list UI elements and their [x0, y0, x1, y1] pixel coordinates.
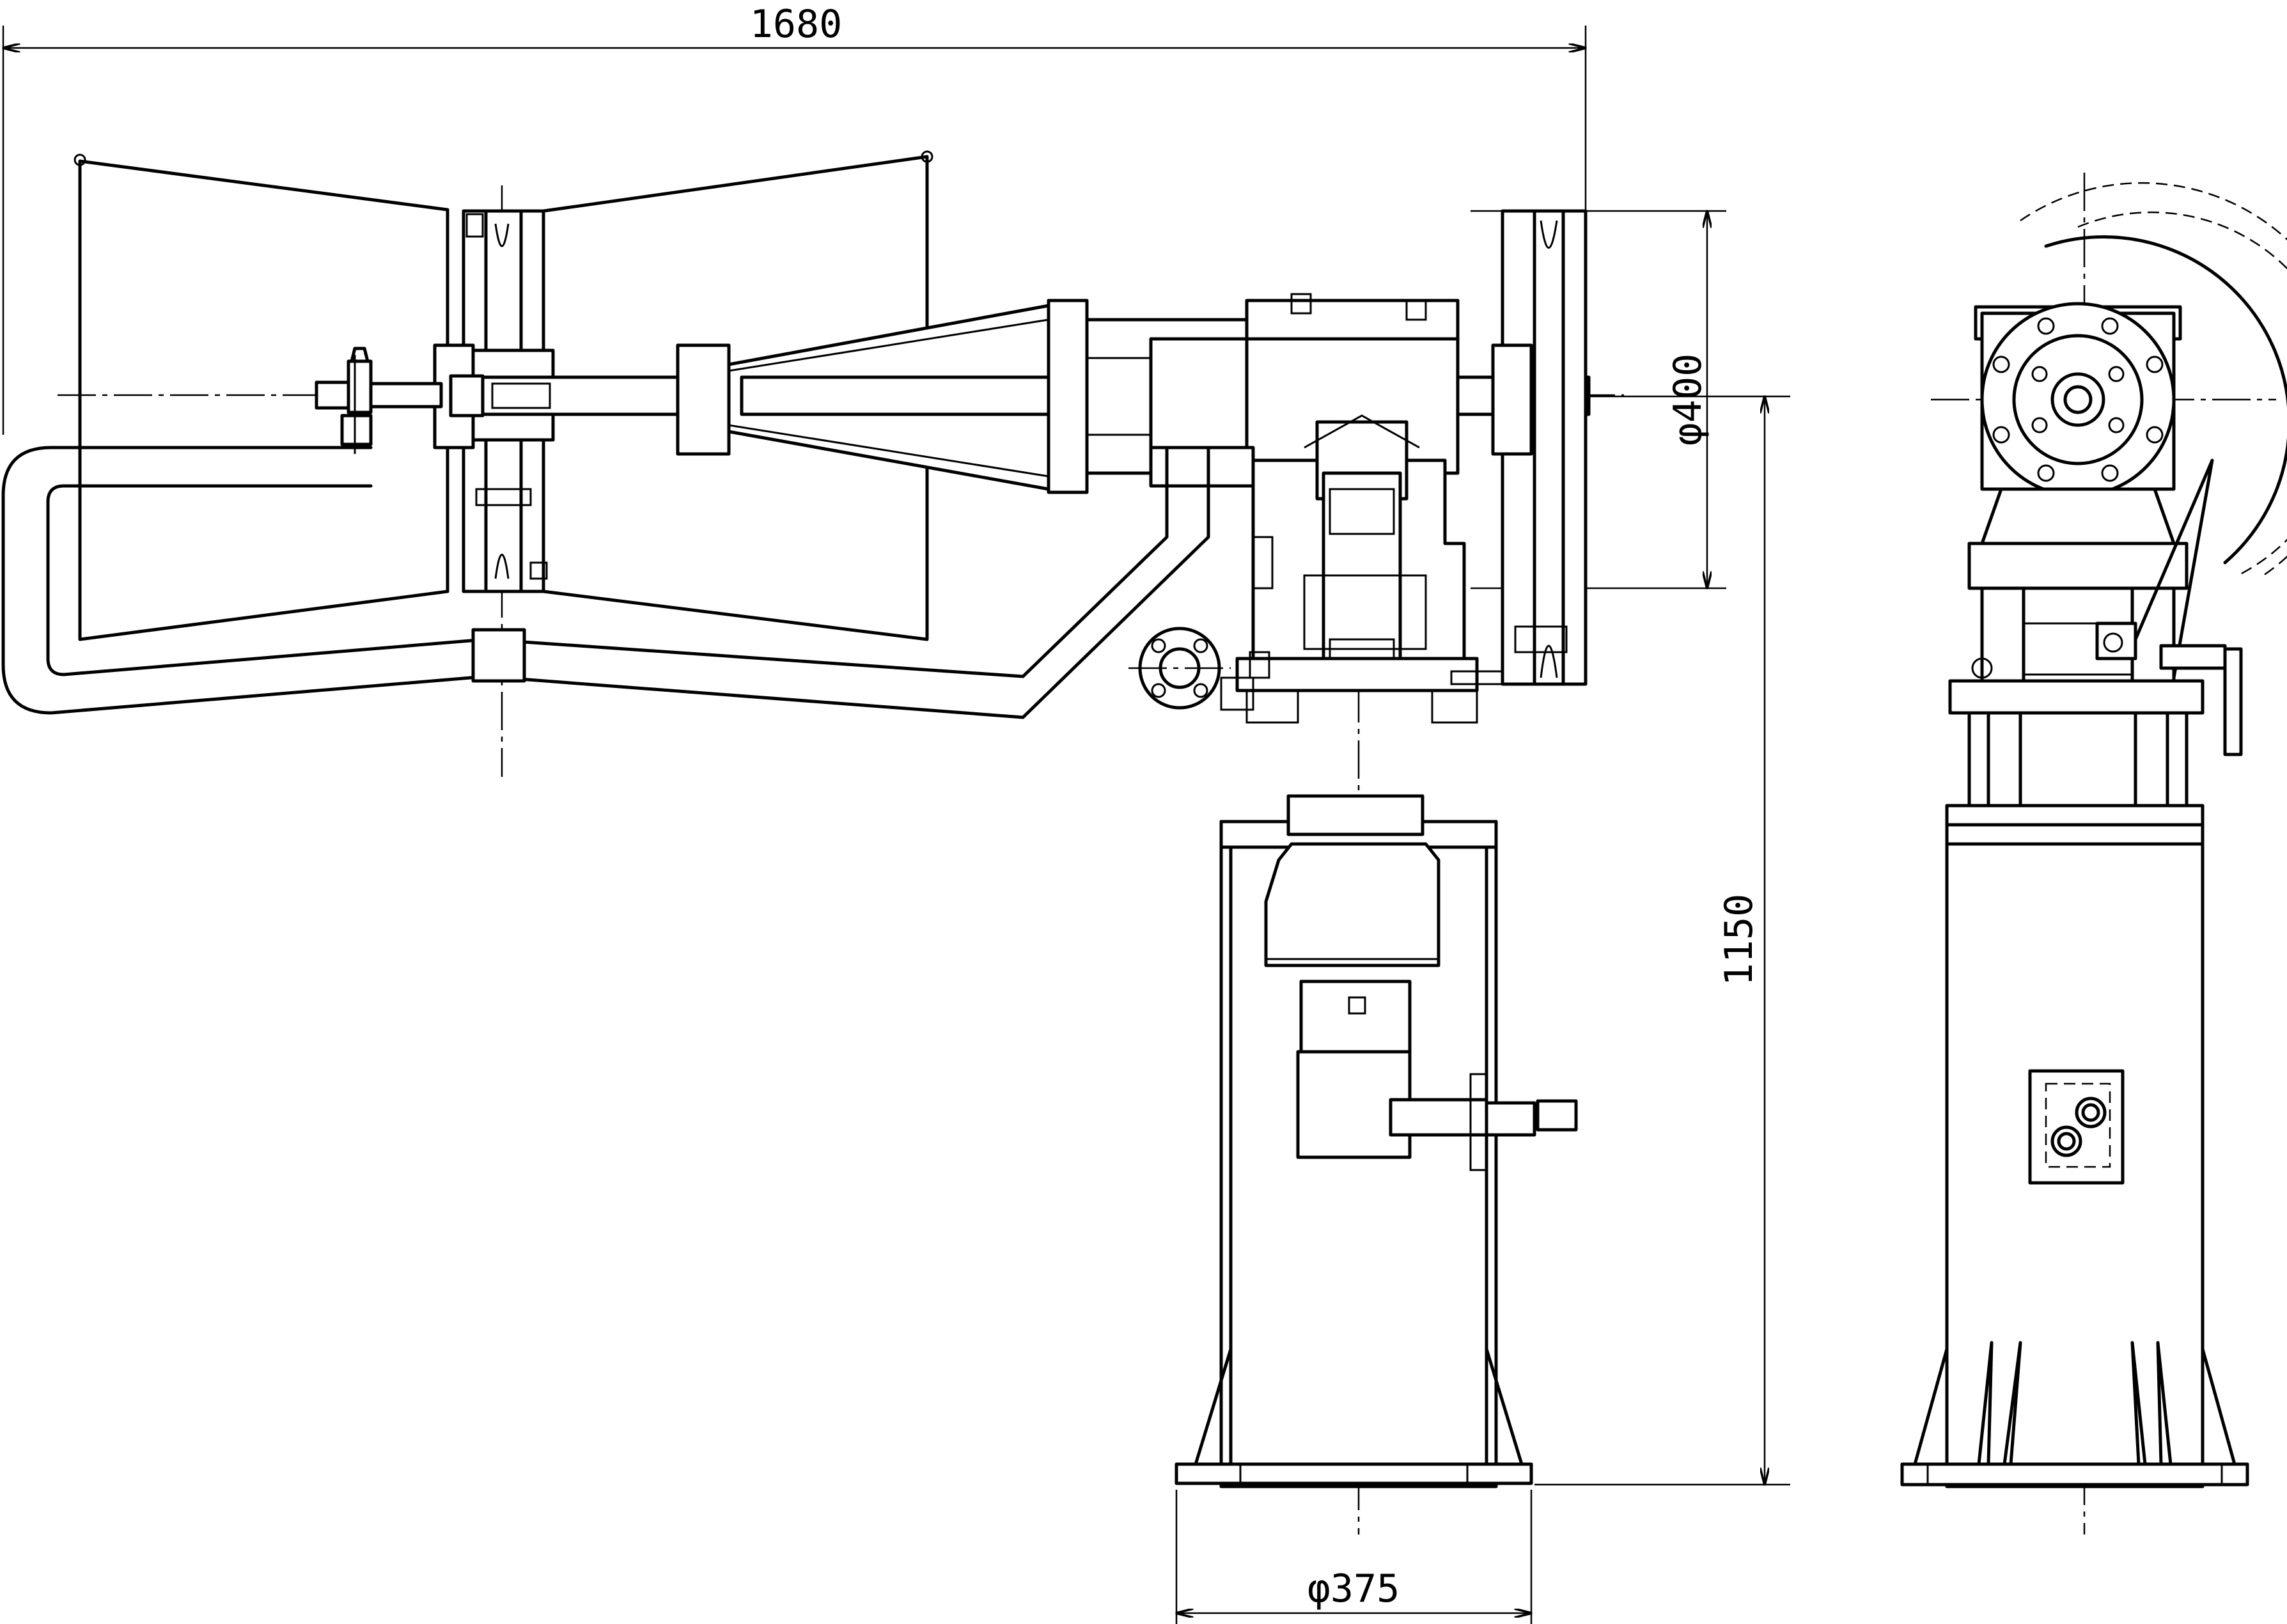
side-head — [1974, 302, 2182, 497]
left-handle — [315, 347, 443, 454]
right-wheel — [1450, 209, 1588, 686]
dimension-label-width: 1680 — [750, 2, 843, 47]
dimension-label-base: φ375 — [1307, 1566, 1400, 1611]
motor-assembly — [1264, 794, 1578, 1171]
vertical-gear-column — [1220, 414, 1479, 724]
dimension-base-diameter: φ375 — [1176, 1490, 1531, 1624]
side-elevation-view — [1900, 173, 2287, 1534]
pipe-loop — [1, 446, 1210, 719]
dimension-label-height: 1150 — [1717, 894, 1761, 987]
side-body — [1948, 458, 2243, 808]
side-pedestal — [1900, 804, 2249, 1488]
dimension-label-wheel: φ400 — [1666, 354, 1710, 446]
dimension-overall-width: 1680 — [3, 2, 1586, 435]
cone-housing — [676, 299, 1089, 494]
flange-disc — [1128, 627, 1231, 710]
dimension-overall-height: 1150 — [1534, 396, 1790, 1485]
dimension-wheel-diameter: φ400 — [1471, 211, 1726, 588]
front-elevation-view — [1, 150, 1624, 1534]
